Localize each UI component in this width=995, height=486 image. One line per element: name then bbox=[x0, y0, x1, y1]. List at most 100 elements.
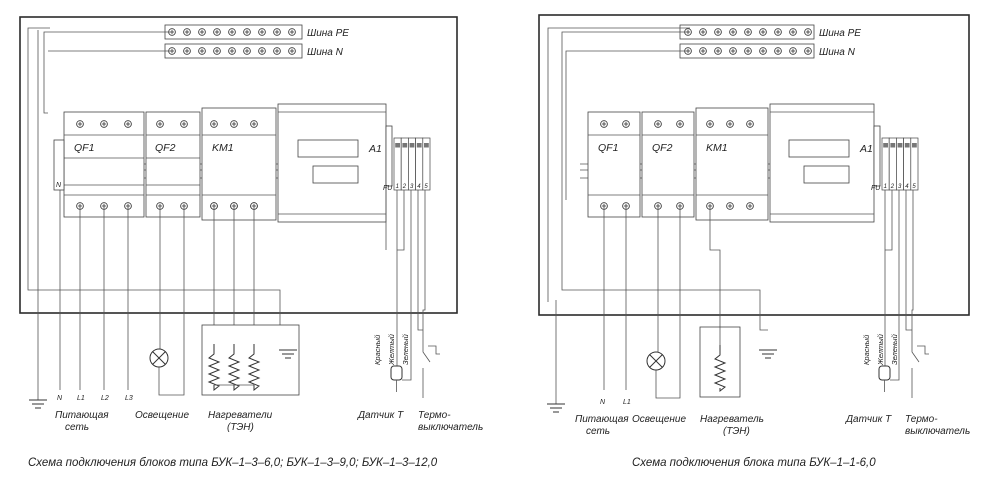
line-label: L3 bbox=[125, 395, 133, 402]
qf1-label: QF1 bbox=[74, 142, 94, 154]
screw-terminal bbox=[804, 28, 812, 36]
screw-terminal bbox=[198, 28, 206, 36]
km1-label: KM1 bbox=[706, 142, 728, 154]
screw-terminal bbox=[258, 47, 266, 55]
diagram-left: Шина PE Шина N QF1 N QF2 bbox=[19, 16, 483, 433]
line-label: L1 bbox=[77, 395, 85, 402]
wire bbox=[890, 190, 900, 381]
supply-label-line2: сеть bbox=[586, 426, 610, 437]
n-marker: N bbox=[56, 182, 62, 189]
qf2-label: QF2 bbox=[652, 142, 673, 154]
km1-label: KM1 bbox=[212, 142, 234, 154]
screw-terminal bbox=[804, 47, 812, 55]
terminal-number: 3 bbox=[898, 184, 902, 190]
thermo-label-line2: выключатель bbox=[418, 422, 483, 433]
heater-element bbox=[227, 344, 241, 392]
bus-pe-label: Шина PE bbox=[307, 28, 349, 39]
terminal-cell bbox=[910, 137, 919, 191]
sensor-label: Датчик Т bbox=[357, 410, 404, 421]
screw-terminal bbox=[250, 120, 258, 128]
lighting-label: Освещение bbox=[135, 410, 189, 421]
screw-terminal bbox=[699, 47, 707, 55]
wire bbox=[158, 206, 185, 396]
heaters-ten bbox=[201, 324, 300, 396]
screw-terminal bbox=[706, 120, 714, 128]
screw-terminal bbox=[273, 47, 281, 55]
screw-terminal bbox=[258, 28, 266, 36]
caption-right: Схема подключения блока типа БУК–1–1-6,0 bbox=[632, 457, 876, 469]
screw-terminal bbox=[699, 28, 707, 36]
thermo-label-line1: Термо- bbox=[905, 414, 938, 425]
terminal-number: 1 bbox=[396, 184, 399, 190]
supply-label-line1: Питающая bbox=[575, 414, 629, 425]
wire-color-label: Зеленый bbox=[890, 333, 899, 365]
ground-symbol-supply bbox=[546, 403, 566, 413]
screw-terminal bbox=[729, 47, 737, 55]
wire bbox=[655, 206, 681, 399]
screw-terminal bbox=[183, 47, 191, 55]
screw-terminal bbox=[774, 28, 782, 36]
a1-label: A1 bbox=[368, 143, 382, 155]
wire bbox=[402, 190, 412, 381]
line-label: N bbox=[57, 395, 63, 402]
heater-ten bbox=[699, 326, 741, 398]
supply-label-line2: сеть bbox=[65, 422, 89, 433]
heater-label-line2: (ТЭН) bbox=[227, 422, 254, 433]
terminal-number: 4 bbox=[417, 184, 421, 190]
bus-bars: Шина PE Шина N bbox=[679, 24, 861, 59]
screw-terminal bbox=[228, 28, 236, 36]
screw-terminal bbox=[243, 28, 251, 36]
screw-terminal bbox=[729, 28, 737, 36]
heater-element bbox=[713, 345, 727, 393]
screw-terminal bbox=[288, 28, 296, 36]
supply-label-line1: Питающая bbox=[55, 410, 109, 421]
screw-terminal bbox=[759, 47, 767, 55]
wire-color-label: Желтый bbox=[876, 333, 885, 366]
bus-n-label: Шина N bbox=[307, 47, 344, 58]
wire bbox=[417, 190, 423, 331]
screw-terminal bbox=[228, 47, 236, 55]
thermo-switch bbox=[911, 330, 929, 398]
wire-color-label: Красный bbox=[862, 334, 871, 365]
heater-element bbox=[207, 344, 221, 392]
terminal-number: 1 bbox=[884, 184, 887, 190]
wire bbox=[905, 190, 912, 331]
heater-label-line1: Нагреватель bbox=[700, 414, 764, 425]
controller-a1: A1 bbox=[769, 103, 875, 223]
lighting-lamp bbox=[646, 351, 666, 371]
lighting-label: Освещение bbox=[632, 414, 686, 425]
lighting-lamp bbox=[149, 348, 169, 368]
screw-terminal bbox=[746, 120, 754, 128]
line-label: L2 bbox=[101, 395, 109, 402]
qf1-label: QF1 bbox=[598, 142, 618, 154]
breaker-qf1: QF1 bbox=[587, 111, 641, 218]
screw-terminal bbox=[183, 28, 191, 36]
screw-terminal bbox=[213, 28, 221, 36]
thermo-label-line1: Термо- bbox=[418, 410, 451, 421]
heater-label-line2: (ТЭН) bbox=[723, 426, 750, 437]
terminal-number: 5 bbox=[912, 184, 916, 190]
screw-terminal bbox=[789, 28, 797, 36]
screw-terminal bbox=[100, 120, 108, 128]
terminal-number: 4 bbox=[905, 184, 909, 190]
bus-pe-label: Шина PE bbox=[819, 28, 861, 39]
screw-terminal bbox=[726, 120, 734, 128]
terminal-number: 3 bbox=[410, 184, 414, 190]
terminal-cell bbox=[422, 137, 431, 191]
screw-terminal bbox=[600, 120, 608, 128]
screw-terminal bbox=[759, 28, 767, 36]
screw-terminal bbox=[714, 28, 722, 36]
screw-terminal bbox=[213, 47, 221, 55]
caption-left: Схема подключения блоков типа БУК–1–3–6,… bbox=[28, 457, 438, 469]
controller-a1: A1 bbox=[277, 103, 387, 223]
wire bbox=[397, 190, 405, 251]
wire bbox=[885, 190, 893, 251]
screw-terminal bbox=[210, 120, 218, 128]
screw-terminal bbox=[744, 28, 752, 36]
breaker-qf2: QF2 bbox=[145, 111, 201, 218]
screw-terminal bbox=[273, 28, 281, 36]
qf2-label: QF2 bbox=[155, 142, 176, 154]
